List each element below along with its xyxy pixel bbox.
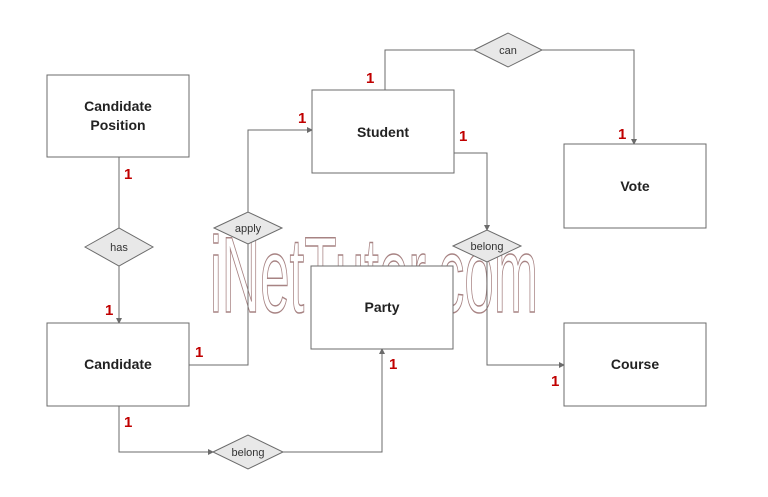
entity-course[interactable]: Course [563,322,707,407]
connector-student-belong [454,152,490,231]
relationship-belong-student-course-label: belong [470,241,503,253]
relationship-has-label: has [110,242,128,254]
entity-vote[interactable]: Vote [563,143,707,229]
entity-student-label: Student [357,124,409,140]
cardinality-candidate-apply: 1 [195,344,203,361]
cardinality-student-apply: 1 [298,110,306,127]
entity-candidate-position-label-2: Position [90,117,145,133]
cardinalities: 1 1 1 1 1 1 1 1 1 1 [105,70,626,431]
connector-student-can [384,49,474,90]
relationship-has[interactable]: has [83,227,155,267]
relationship-belong-candidate-party[interactable]: belong [211,434,285,470]
cardinality-candidate-has: 1 [105,302,113,319]
connector-candidate-belong [118,406,214,455]
connector-candidate-apply [189,244,249,366]
cardinality-candidate-position-has: 1 [124,166,132,183]
entity-candidate-position[interactable]: Candidate Position [46,74,190,158]
entity-candidate-position-label-1: Candidate [84,98,152,114]
relationship-can-label: can [499,45,517,57]
entity-vote-label: Vote [620,178,650,194]
relationship-can[interactable]: can [472,32,544,68]
cardinality-student-belong: 1 [459,128,467,145]
connector-belong-course [486,262,565,368]
cardinality-party-belong: 1 [389,356,397,373]
entity-student[interactable]: Student [311,89,455,174]
relationship-apply[interactable]: apply [212,211,284,245]
entity-candidate-label: Candidate [84,356,152,372]
entity-course-label: Course [611,356,659,372]
entity-candidate[interactable]: Candidate [46,322,190,407]
connector-apply-student [247,127,313,212]
cardinality-candidate-belong: 1 [124,414,132,431]
cardinality-course-belong: 1 [551,373,559,390]
entity-party-label: Party [364,299,399,315]
connector-belong-party [283,348,385,453]
connector-can-vote [542,49,637,145]
relationship-belong-student-course[interactable]: belong [451,229,523,263]
cardinality-student-can: 1 [366,70,374,87]
relationship-belong-candidate-party-label: belong [231,447,264,459]
cardinality-vote-can: 1 [618,126,626,143]
entity-party[interactable]: Party [310,265,454,350]
connectors [116,49,637,455]
relationship-apply-label: apply [235,223,262,235]
